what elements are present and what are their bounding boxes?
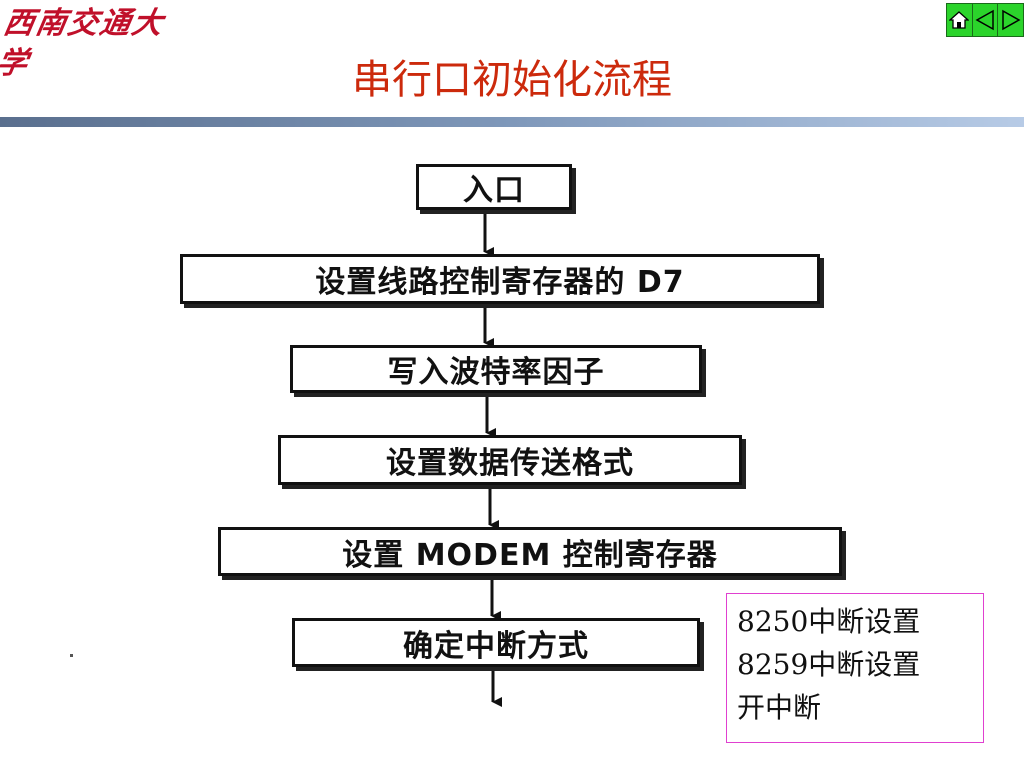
triangle-right-icon bbox=[1001, 9, 1021, 31]
flow-step-entry: 入口 bbox=[416, 164, 572, 210]
previous-slide-button[interactable] bbox=[972, 4, 999, 36]
page-title: 串行口初始化流程 bbox=[352, 57, 672, 103]
flow-step-line-control-d7: 设置线路控制寄存器的 D7 bbox=[180, 254, 820, 304]
flow-step-interrupt-mode: 确定中断方式 bbox=[292, 618, 700, 667]
flow-step-baud-rate: 写入波特率因子 bbox=[290, 345, 702, 393]
interrupt-setup-note: 8250中断设置 8259中断设置 开中断 bbox=[726, 593, 984, 743]
slide-navigation bbox=[946, 3, 1024, 37]
header-divider bbox=[0, 117, 1024, 127]
flow-step-modem-control: 设置 MODEM 控制寄存器 bbox=[218, 527, 842, 576]
next-slide-button[interactable] bbox=[998, 4, 1024, 36]
note-line: 8259中断设置 bbox=[737, 648, 921, 681]
flow-step-data-format: 设置数据传送格式 bbox=[278, 435, 742, 485]
home-icon bbox=[949, 11, 970, 29]
home-button[interactable] bbox=[947, 4, 973, 36]
note-line: 开中断 bbox=[737, 691, 822, 724]
note-line: 8250中断设置 bbox=[737, 605, 921, 638]
stray-dot bbox=[70, 654, 73, 657]
triangle-left-icon bbox=[975, 9, 994, 31]
